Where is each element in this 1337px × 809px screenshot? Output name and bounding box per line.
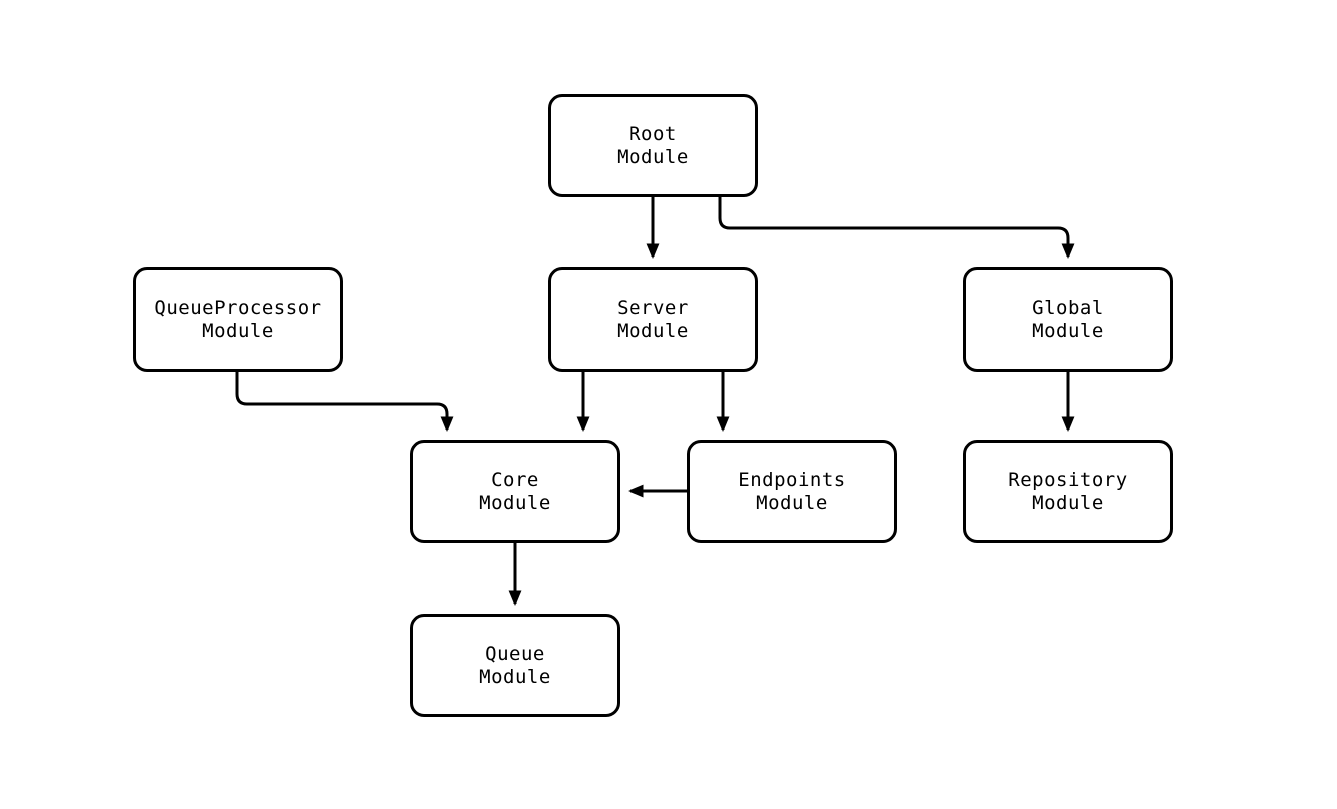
node-server-module-line1: Server <box>617 296 689 319</box>
node-queue-module-line1: Queue <box>485 642 545 665</box>
node-endpoints-module-line1: Endpoints <box>738 468 846 491</box>
node-queueprocessor-module[interactable]: QueueProcessor Module <box>133 267 343 372</box>
node-repository-module-line2: Module <box>1032 491 1104 514</box>
edge-queueprocessor-to-core <box>235 372 454 432</box>
node-core-module[interactable]: Core Module <box>410 440 620 543</box>
edge-root-to-global <box>718 197 1075 259</box>
node-queue-module-line2: Module <box>479 665 551 688</box>
node-root-module-line2: Module <box>617 145 689 168</box>
node-global-module-line1: Global <box>1032 296 1104 319</box>
node-queueprocessor-module-line2: Module <box>202 319 274 342</box>
node-core-module-line1: Core <box>491 468 539 491</box>
node-endpoints-module-line2: Module <box>756 491 828 514</box>
node-server-module[interactable]: Server Module <box>548 267 758 372</box>
node-global-module-line2: Module <box>1032 319 1104 342</box>
node-root-module-line1: Root <box>629 122 677 145</box>
node-repository-module-line1: Repository <box>1008 468 1128 491</box>
node-queueprocessor-module-line1: QueueProcessor <box>154 296 322 319</box>
node-core-module-line2: Module <box>479 491 551 514</box>
node-root-module[interactable]: Root Module <box>548 94 758 197</box>
node-endpoints-module[interactable]: Endpoints Module <box>687 440 897 543</box>
node-repository-module[interactable]: Repository Module <box>963 440 1173 543</box>
node-queue-module[interactable]: Queue Module <box>410 614 620 717</box>
node-server-module-line2: Module <box>617 319 689 342</box>
node-global-module[interactable]: Global Module <box>963 267 1173 372</box>
